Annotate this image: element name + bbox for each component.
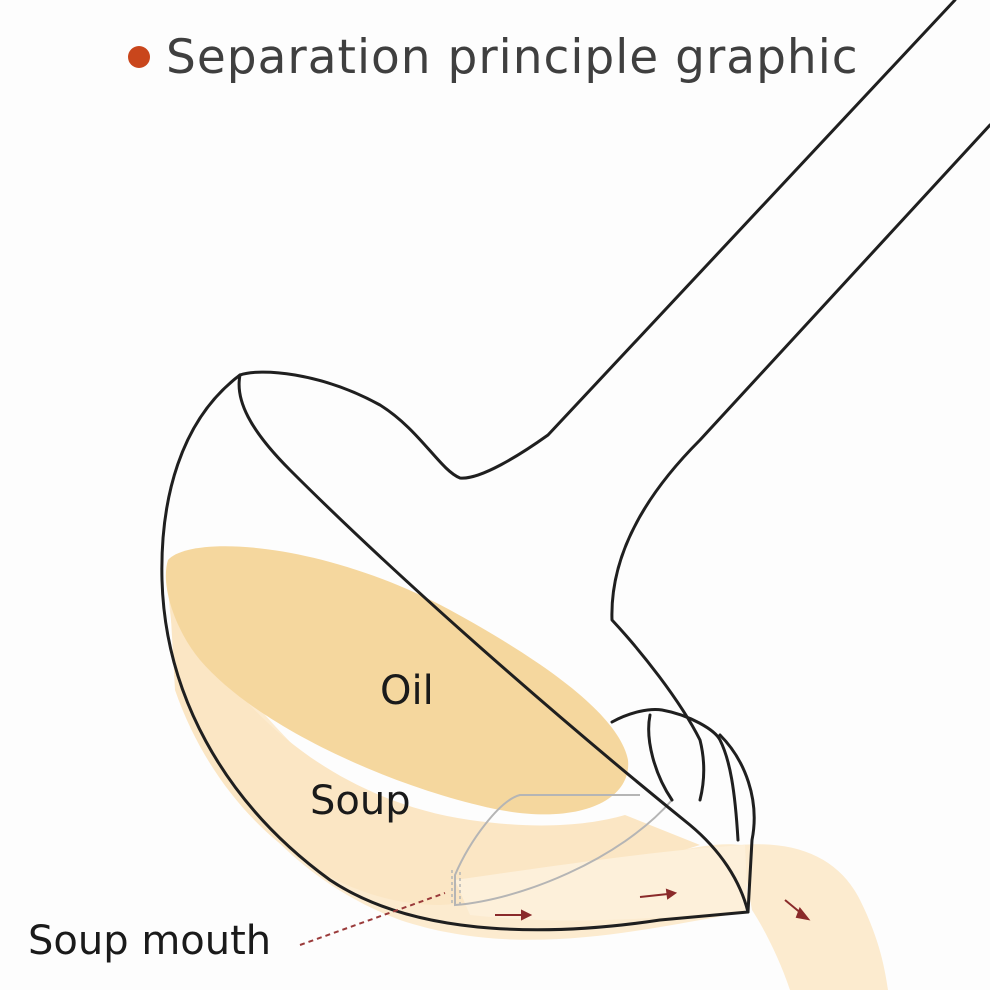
channel-stream: [455, 845, 748, 921]
bowl-rim: [237, 373, 750, 914]
flow-arrows: [495, 888, 811, 921]
spout-guide: [454, 794, 673, 907]
soup-mouth-label: Soup mouth: [28, 918, 272, 964]
title-row: Separation principle graphic: [128, 22, 859, 92]
spout-lip: [610, 708, 740, 842]
oil-layer: [165, 546, 629, 815]
ladle-outline: [160, 0, 990, 932]
soup-body: [168, 565, 700, 905]
oil-label: Oil: [380, 668, 434, 714]
soup-mouth-leader: [299, 892, 446, 946]
title-bullet: [128, 46, 150, 68]
outflow-stream: [740, 844, 888, 990]
diagram-title: Separation principle graphic: [166, 29, 859, 85]
soup-label: Soup: [310, 778, 411, 824]
